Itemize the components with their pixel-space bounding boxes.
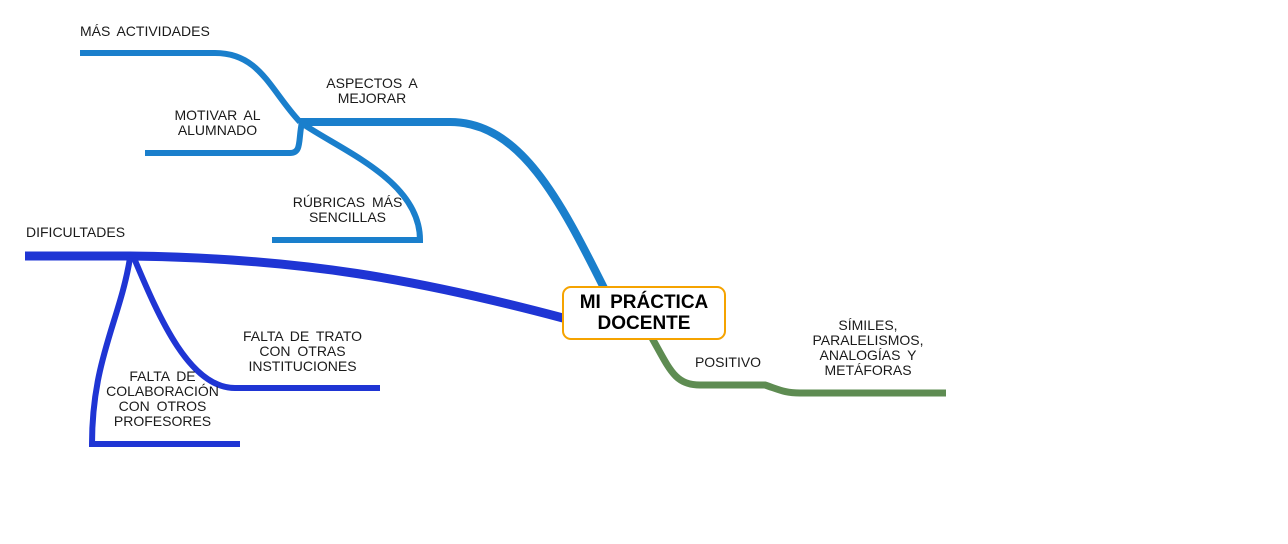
topic-falta-colaboracion[interactable]: FALTA DE COLABORACIÓN CON OTROS PROFESOR… — [106, 368, 219, 429]
branch-motivar-line — [145, 121, 305, 156]
topic-aspectos-a-mejorar[interactable]: ASPECTOS A MEJORAR — [326, 75, 418, 106]
topic-dificultades[interactable]: DIFICULTADES — [26, 224, 126, 240]
branch-falta-colaboracion-line — [88, 257, 240, 447]
topic-positivo[interactable]: POSITIVO — [694, 354, 762, 370]
topic-falta-trato[interactable]: FALTA DE TRATO CON OTRAS INSTITUCIONES — [242, 328, 363, 374]
branch-dificultades-line — [25, 251, 565, 323]
topic-motivar-alumnado[interactable]: MOTIVAR AL ALUMNADO — [174, 107, 261, 138]
branch-rubricas-line — [272, 119, 424, 243]
topic-similes[interactable]: SÍMILES, PARALELISMOS, ANALOGÍAS Y METÁF… — [812, 317, 924, 378]
branch-positivo-line — [648, 336, 946, 397]
topic-mas-actividades[interactable]: MÁS ACTIVIDADES — [80, 23, 210, 39]
branch-mas-actividades-line — [80, 50, 303, 125]
central-topic[interactable]: MI PRÁCTICA DOCENTE — [562, 286, 726, 340]
topic-rubricas-mas-sencillas[interactable]: RÚBRICAS MÁS SENCILLAS — [292, 194, 403, 225]
branch-falta-trato-line — [131, 256, 380, 391]
branch-aspectos-line — [300, 118, 609, 292]
